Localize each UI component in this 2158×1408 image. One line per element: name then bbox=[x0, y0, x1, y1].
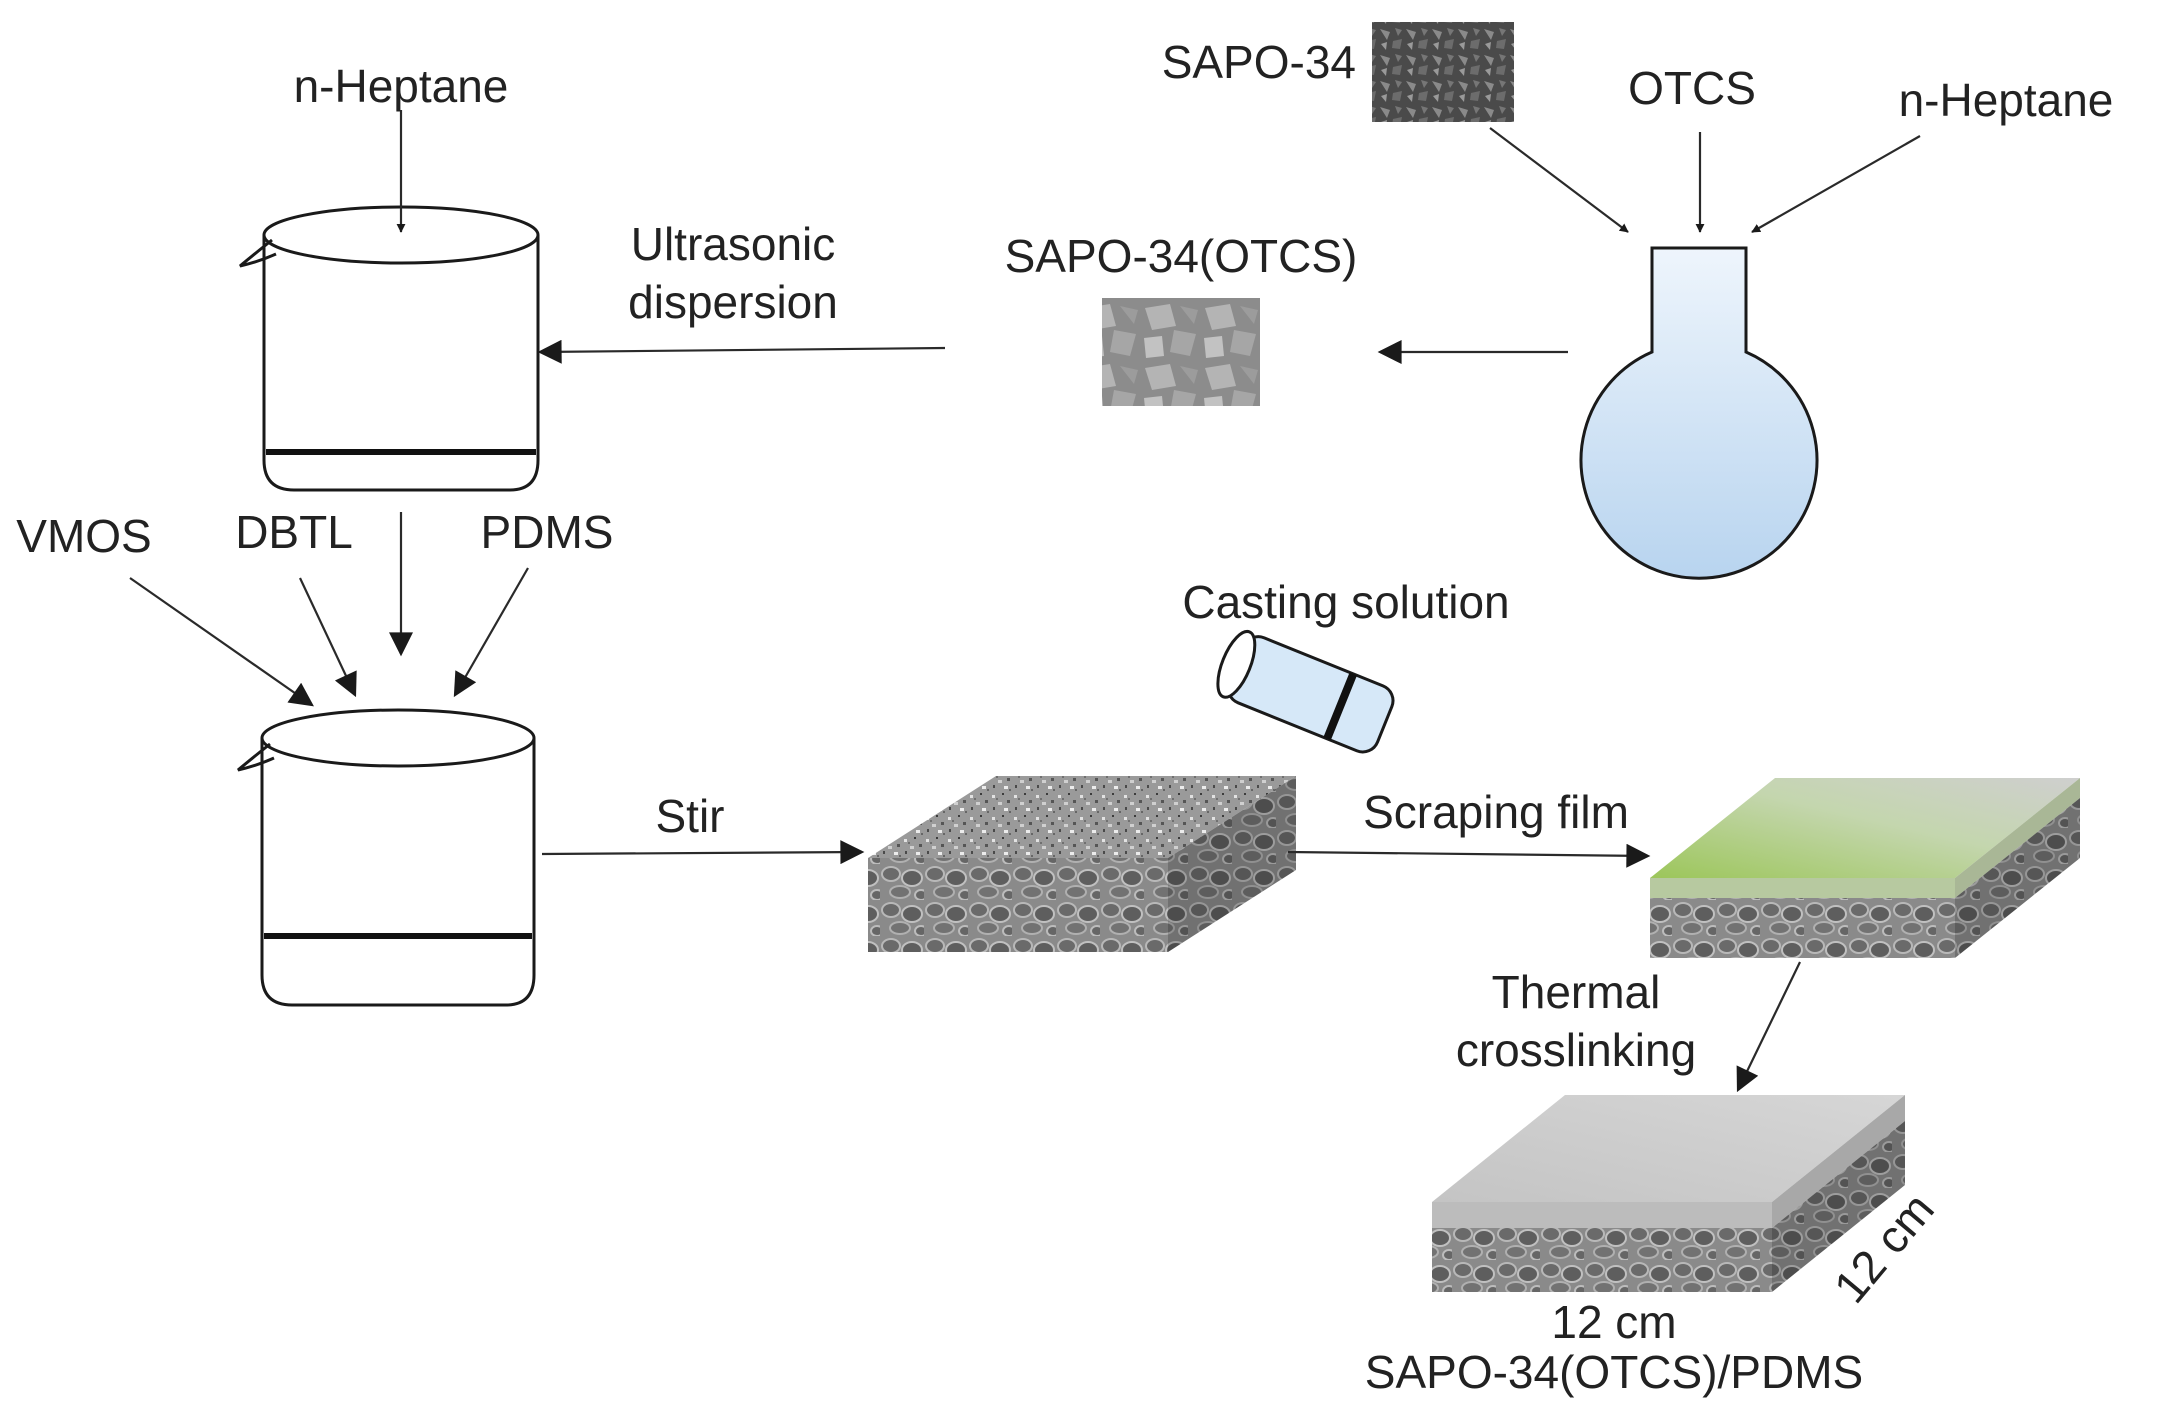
label-casting-solution: Casting solution bbox=[1182, 576, 1509, 628]
label-ultrasonic: Ultrasonic bbox=[631, 218, 836, 270]
sapo34-otcs-sem-image bbox=[1102, 298, 1260, 406]
label-dispersion: dispersion bbox=[628, 276, 838, 328]
label-product: SAPO-34(OTCS)/PDMS bbox=[1365, 1346, 1863, 1398]
label-vmos: VMOS bbox=[16, 510, 151, 562]
label-stir: Stir bbox=[656, 790, 725, 842]
arrow-dbtl-to-beaker2 bbox=[299, 577, 357, 698]
arrow-vmos-to-beaker2 bbox=[129, 577, 314, 707]
final-membrane-block bbox=[1432, 1095, 1905, 1292]
round-bottom-flask bbox=[1579, 246, 1819, 580]
label-width-dimension: 12 cm bbox=[1551, 1296, 1676, 1348]
label-crosslinking: crosslinking bbox=[1456, 1024, 1696, 1076]
porous-support-block bbox=[868, 776, 1296, 952]
label-scraping-film: Scraping film bbox=[1363, 786, 1629, 838]
casting-solution-beaker bbox=[1216, 629, 1395, 754]
sapo34-sem-image bbox=[1372, 22, 1514, 122]
beaker-1 bbox=[239, 205, 540, 492]
arrow-sapo34-to-flask bbox=[1489, 127, 1629, 233]
label-n-heptane-left: n-Heptane bbox=[294, 60, 509, 112]
coated-membrane-block bbox=[1650, 778, 2080, 958]
label-sapo34: SAPO-34 bbox=[1162, 36, 1356, 88]
label-n-heptane-right: n-Heptane bbox=[1899, 74, 2114, 126]
arrow-n-heptane-to-flask bbox=[1751, 135, 1921, 233]
label-otcs: OTCS bbox=[1628, 62, 1756, 114]
beaker-2 bbox=[237, 708, 536, 1007]
arrow-thermal-crosslinking bbox=[1736, 961, 1801, 1093]
label-sapo34-otcs: SAPO-34(OTCS) bbox=[1005, 230, 1358, 282]
label-pdms: PDMS bbox=[481, 506, 614, 558]
label-thermal: Thermal bbox=[1492, 966, 1661, 1018]
arrow-scraping-film bbox=[1287, 843, 1651, 868]
arrow-sapo34-otcs-to-beaker1 bbox=[537, 339, 946, 364]
arrow-pdms-to-beaker2 bbox=[453, 567, 529, 698]
label-dbtl: DBTL bbox=[235, 506, 353, 558]
arrow-stir bbox=[541, 840, 865, 865]
